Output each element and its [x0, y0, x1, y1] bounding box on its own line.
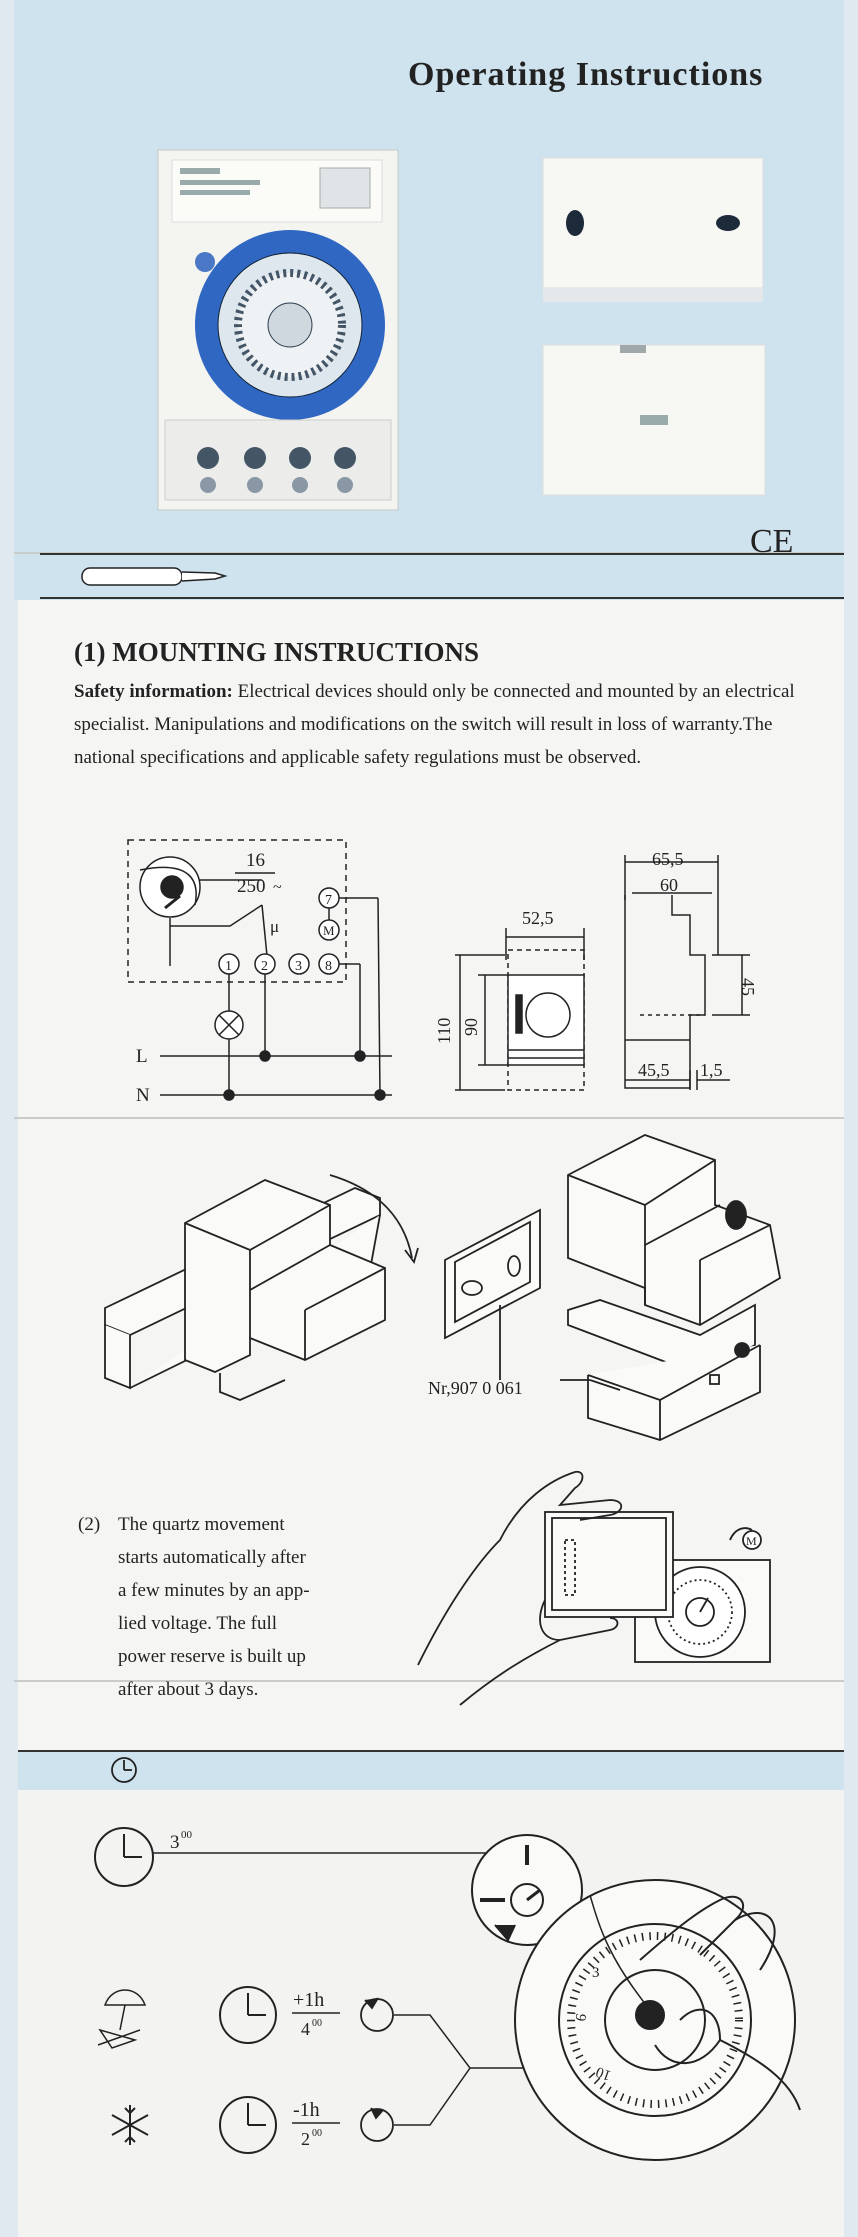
din-rail-mounting-drawing — [104, 1174, 419, 1401]
svg-text:~: ~ — [273, 879, 282, 896]
part-number: Nr,907 0 061 — [428, 1378, 523, 1398]
battery-cover-drawing: M — [544, 1511, 771, 1663]
mounting-plate-image — [542, 157, 766, 496]
set-time-label: 3 — [170, 1832, 180, 1853]
winter-time: 2 — [301, 2129, 310, 2149]
dim-side-width-inner: 60 — [660, 875, 678, 895]
dim-side-height: 45 — [738, 978, 758, 996]
clock-strip — [18, 1750, 844, 1792]
connector-lines — [394, 2014, 471, 2126]
neutral-label: N — [136, 1085, 150, 1106]
wiring-diagram — [127, 839, 392, 1101]
dial-number: 10 — [594, 2063, 614, 2083]
summer-shift: +1h — [293, 1989, 324, 2011]
fold-line — [14, 1680, 844, 1682]
summer-time: 4 — [301, 2019, 310, 2039]
timer-product-image — [157, 149, 399, 511]
dim-side-bottom-width: 45,5 — [638, 1060, 670, 1080]
mu-label: μ — [270, 917, 279, 936]
hand-drawing — [417, 1470, 623, 1706]
dim-side-width-outer: 65,5 — [652, 849, 684, 869]
time-dial-drawing — [471, 1834, 801, 2161]
rotate-back-icon — [360, 2107, 394, 2142]
section-heading: (1) MOUNTING INSTRUCTIONS — [74, 637, 480, 667]
safety-paragraph: Safety information: Electrical devices s… — [74, 675, 804, 774]
terminal-label: 7 — [325, 893, 332, 908]
clock-summer-icon — [219, 1986, 277, 2044]
winter-sup: 00 — [312, 2128, 322, 2139]
rating-top: 16 — [246, 850, 265, 871]
winter-icon — [111, 2105, 149, 2145]
summer-icon — [97, 1989, 147, 2049]
terminal-label: 2 — [261, 959, 268, 974]
note-line: The quartz movement — [118, 1514, 285, 1535]
motor-label: M — [323, 923, 335, 938]
quartz-note: (2) The quartz movement starts automatic… — [78, 1508, 378, 1706]
fold-line — [14, 1117, 844, 1119]
note-number: (2) — [78, 1514, 101, 1535]
terminal-label: 1 — [225, 959, 232, 974]
dial-number: 6 — [573, 2012, 590, 2023]
set-time-sup: 00 — [181, 1829, 193, 1841]
note-line: power reserve is built up — [118, 1646, 306, 1667]
winter-shift: -1h — [293, 2099, 320, 2121]
note-line: after about 3 days. — [118, 1679, 259, 1700]
dim-front-height-outer: 110 — [434, 1018, 454, 1044]
note-line: lied voltage. The full — [118, 1613, 277, 1634]
front-dimension-drawing — [455, 928, 585, 1091]
dim-side-bottom-offset: 1,5 — [700, 1060, 723, 1080]
clock-icon — [111, 1757, 137, 1783]
dim-front-width: 52,5 — [522, 908, 554, 928]
safety-label: Safety information: — [74, 681, 233, 702]
rating-bottom: 250 — [237, 876, 266, 897]
note-line: starts automatically after — [118, 1547, 306, 1568]
safety-text: Electrical devices should only be connec… — [74, 681, 795, 768]
terminal-label: 3 — [295, 959, 302, 974]
clock-set-icon — [94, 1827, 154, 1887]
side-dimension-drawing — [624, 855, 750, 1090]
label-plate-drawing — [444, 1208, 541, 1380]
summer-sup: 00 — [312, 2018, 322, 2029]
line-label: L — [136, 1046, 148, 1067]
timer-module-drawing — [560, 1134, 782, 1441]
rotate-forward-icon — [360, 1997, 394, 2032]
note-line: a few minutes by an app- — [118, 1580, 310, 1601]
terminal-label: 8 — [325, 959, 332, 974]
screwdriver-icon — [81, 567, 228, 586]
dim-front-height-inner: 90 — [461, 1018, 481, 1036]
motor-badge: M — [746, 1534, 757, 1548]
dial-number: 3 — [592, 1965, 600, 1981]
clock-winter-icon — [219, 2096, 277, 2154]
page-title: Operating Instructions — [408, 56, 764, 93]
